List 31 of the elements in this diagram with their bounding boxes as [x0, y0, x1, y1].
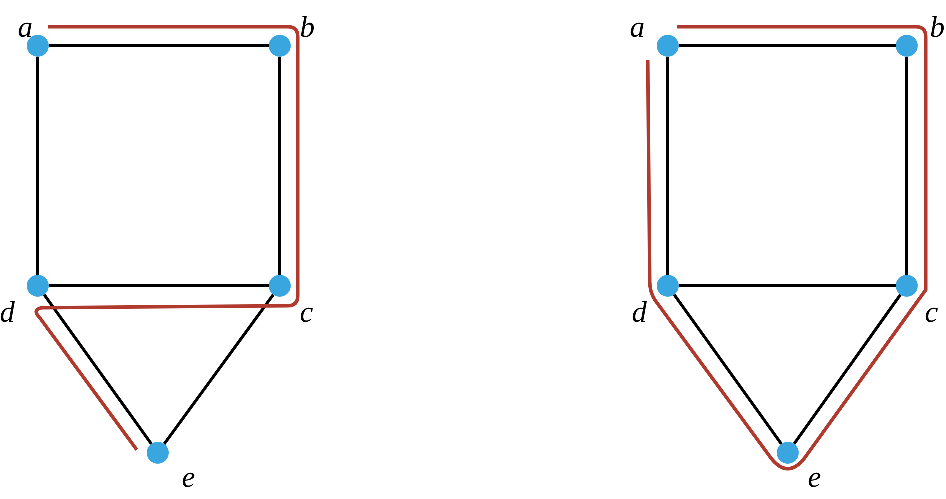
vertex-dot — [27, 275, 49, 297]
vertex-label: e — [182, 463, 196, 493]
vertex-label: d — [632, 298, 647, 328]
vertex-dot — [657, 275, 679, 297]
graph-edge — [666, 57, 670, 275]
vertex-dot — [147, 442, 169, 464]
vertex-dot — [269, 275, 291, 297]
vertex-label: d — [0, 298, 15, 328]
vertex-dot — [269, 35, 291, 57]
graph-edge — [906, 57, 908, 275]
vertex-label: a — [630, 13, 645, 43]
graph-edge — [673, 294, 783, 445]
graph-edge — [163, 294, 275, 445]
vertex-label: c — [925, 298, 938, 328]
graph-edge — [43, 294, 153, 445]
vertex-dot — [896, 275, 918, 297]
vertex-label: a — [18, 13, 33, 43]
vertex-dot — [657, 35, 679, 57]
graph-edge — [793, 294, 902, 445]
vertex-label: b — [930, 13, 945, 43]
vertex-label: b — [300, 13, 315, 43]
vertex-label: c — [300, 298, 314, 328]
vertex-dot — [777, 442, 799, 464]
graph-edge — [679, 284, 896, 288]
graph-edge — [49, 44, 269, 48]
vertex-dot — [896, 35, 918, 57]
graph-edge — [679, 44, 896, 48]
graph-edge — [49, 284, 269, 288]
graph-edge — [36, 57, 40, 275]
vertex-label: e — [808, 463, 822, 493]
graph-edge — [278, 57, 282, 275]
